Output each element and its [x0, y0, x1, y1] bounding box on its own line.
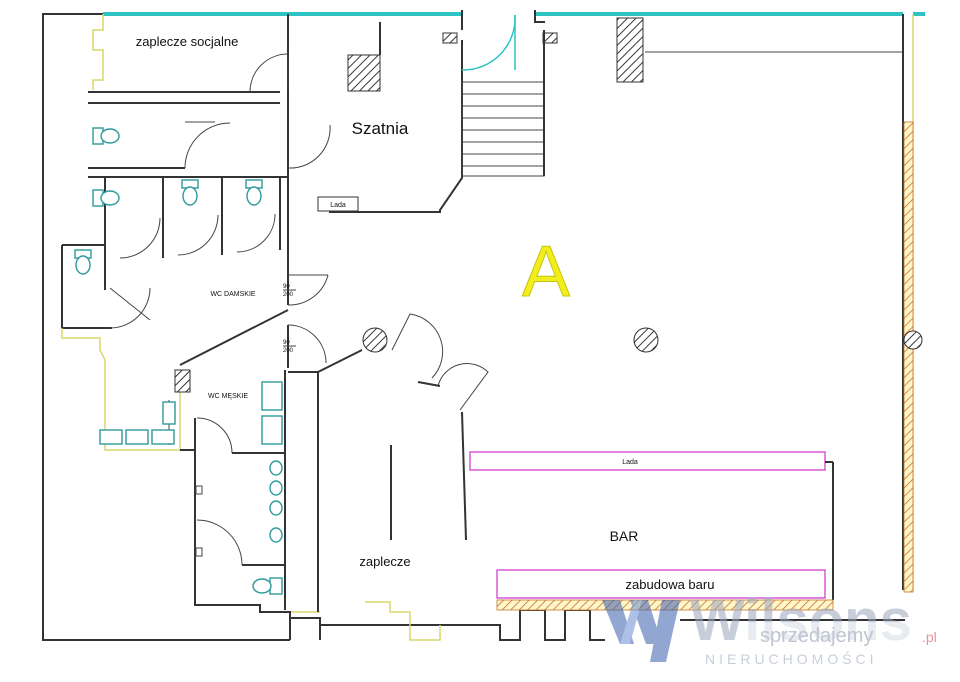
watermark-site-tld: .pl	[922, 629, 937, 645]
toilet-icon	[74, 249, 92, 275]
label-zaplecze: zaplecze	[359, 554, 410, 569]
wc-block: WC DAMSKIE	[61, 121, 331, 329]
column-hatch	[542, 32, 558, 44]
corridor-doors: 90 200 90 200	[61, 265, 329, 625]
door-dim-90: 90	[283, 340, 290, 346]
column-hatch	[347, 54, 381, 92]
bar-area: Lada BAR zabudowa baru zaplecze	[359, 451, 834, 611]
door-dim-200: 200	[283, 348, 294, 354]
main-area: A	[288, 232, 923, 612]
toilet-icon	[252, 577, 283, 595]
watermark-sub: NIERUCHOMOŚCI	[705, 650, 878, 667]
column-hatch	[442, 32, 458, 44]
door-dim-200: 200	[283, 292, 294, 298]
toilet-icon	[245, 179, 263, 206]
label-bar: BAR	[610, 528, 639, 544]
label-zabudowa-baru: zabudowa baru	[626, 577, 715, 592]
label-lada-bar: Lada	[622, 459, 638, 466]
watermark-site: sprzedajemy	[760, 625, 873, 647]
room-zaplecze-socjalne: zaplecze socjalne	[88, 14, 289, 285]
toilet-icon	[92, 189, 120, 207]
site-badge	[745, 622, 943, 648]
wilsons-logo-icon	[602, 600, 680, 662]
toilet-icon	[181, 179, 199, 206]
label-szatnia: Szatnia	[352, 119, 409, 138]
column-hatch	[616, 17, 644, 83]
stairs	[461, 81, 545, 177]
label-zaplecze-socjalne: zaplecze socjalne	[136, 34, 239, 49]
counter-lada	[317, 196, 359, 212]
east-wall-hatch	[903, 121, 914, 593]
door-dim-90: 90	[283, 284, 290, 290]
column-hatch	[174, 369, 191, 393]
room-wc-meskie: WC MĘSKIE	[99, 369, 286, 610]
label-wc-meskie: WC MĘSKIE	[208, 393, 248, 400]
outer-walls	[42, 10, 925, 641]
watermark-brand: Wilsons	[690, 588, 912, 653]
toilet-icon	[92, 127, 120, 145]
label-lada-top: Lada	[330, 202, 346, 209]
column-round	[633, 327, 659, 353]
area-letter: A	[522, 232, 570, 312]
watermark: Wilsons NIERUCHOMOŚCI sprzedajemy .pl	[602, 588, 943, 667]
urinal-icon	[261, 381, 283, 543]
label-wc-damskie: WC DAMSKIE	[210, 291, 255, 298]
washbasin-icon	[99, 401, 176, 445]
column-round	[362, 327, 388, 353]
room-szatnia: Lada Szatnia	[317, 14, 644, 213]
column-round	[903, 330, 923, 350]
